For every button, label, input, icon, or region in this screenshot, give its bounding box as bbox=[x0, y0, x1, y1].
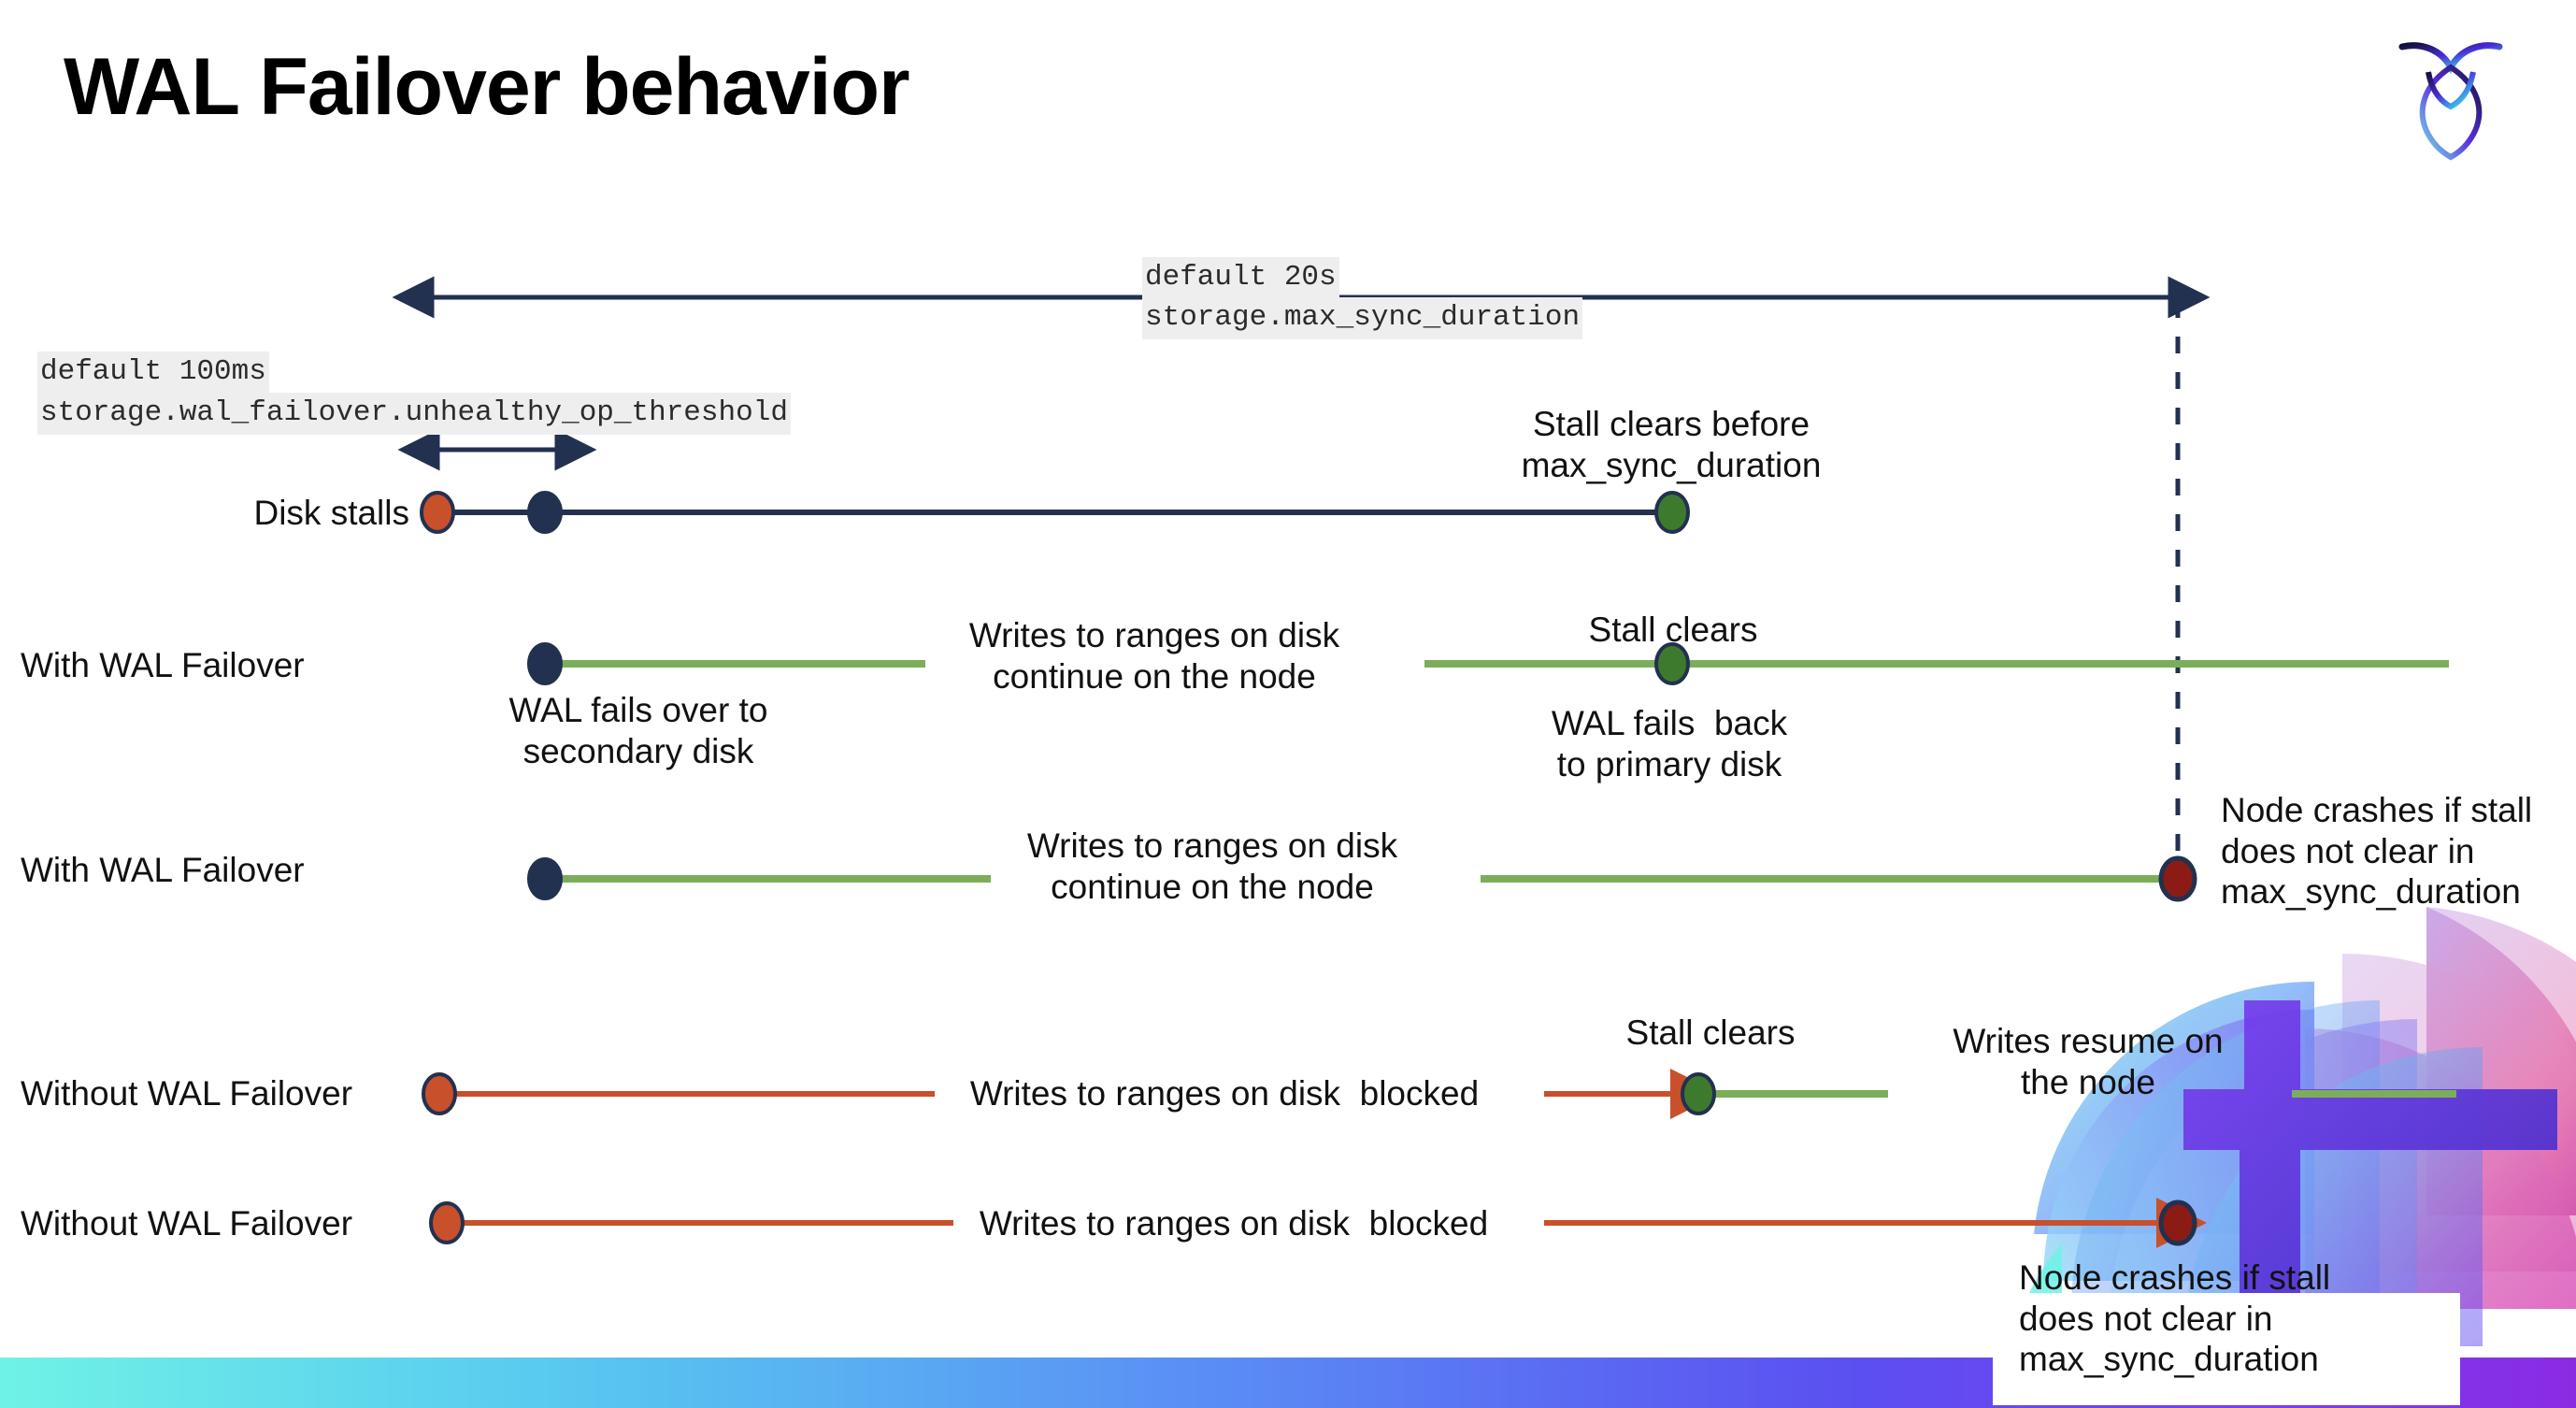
row-disk-stalls-track bbox=[420, 491, 1690, 534]
row-label-with-wal-failover-clears: With WAL Failover bbox=[21, 646, 305, 684]
cockroachdb-logo-icon bbox=[2398, 42, 2503, 161]
node-crash-marker bbox=[2158, 1200, 2197, 1246]
callout-stall-clears-row2: Stall clears bbox=[1588, 611, 1758, 649]
max-sync-duration-setting-chip: storage.max_sync_duration bbox=[1142, 297, 1583, 339]
disk-stall-marker bbox=[422, 1072, 457, 1115]
max-sync-duration-default-chip: default 20s bbox=[1142, 257, 1339, 299]
callout-wal-fails-back-primary: WAL fails back to primary disk bbox=[1551, 704, 1788, 783]
unhealthy-op-threshold-setting-chip: storage.wal_failover.unhealthy_op_thresh… bbox=[37, 393, 791, 435]
unhealthy-op-threshold-default-chip: default 100ms bbox=[37, 352, 269, 394]
node-crash-marker bbox=[2158, 855, 2197, 902]
callout-card-row5 bbox=[1993, 1293, 2460, 1405]
stall-cleared-marker bbox=[1654, 642, 1690, 685]
stall-cleared-marker bbox=[1681, 1072, 1716, 1115]
row-label-disk-stalls: Disk stalls bbox=[253, 494, 409, 532]
callout-node-crashes-row3: Node crashes if stall does not clear in … bbox=[2221, 791, 2533, 912]
callout-writes-continue-row3: Writes to ranges on disk continue on the… bbox=[1026, 826, 1398, 906]
wal-failover-start-marker bbox=[527, 642, 563, 685]
row-label-without-wal-failover-crash: Without WAL Failover bbox=[21, 1204, 353, 1243]
row-label-without-wal-failover-clears: Without WAL Failover bbox=[21, 1074, 353, 1113]
row-with-wal-failover-clears-track bbox=[527, 642, 2449, 685]
wal-failover-start-marker bbox=[527, 857, 563, 900]
row-with-wal-failover-crash-track bbox=[527, 855, 2197, 902]
row-without-wal-failover-clears-track bbox=[422, 1069, 2456, 1119]
callout-writes-resume-row4: Writes resume on the node bbox=[1953, 1022, 2224, 1101]
row-label-with-wal-failover-crash: With WAL Failover bbox=[21, 851, 305, 889]
callout-stall-clears-before-max-sync: Stall clears before max_sync_duration bbox=[1521, 405, 1822, 484]
disk-stall-marker bbox=[429, 1201, 465, 1244]
disk-stall-marker bbox=[420, 491, 455, 534]
row-without-wal-failover-crash-track bbox=[429, 1198, 2207, 1248]
stall-start-marker bbox=[527, 491, 563, 534]
page-title: WAL Failover behavior bbox=[64, 42, 910, 132]
stall-cleared-marker bbox=[1654, 491, 1690, 534]
callout-node-crashes-row5: Node crashes if stall does not clear in … bbox=[2019, 1258, 2331, 1379]
callout-stall-clears-row4: Stall clears bbox=[1625, 1013, 1796, 1052]
callout-writes-blocked-row5: Writes to ranges on disk blocked bbox=[979, 1204, 1489, 1243]
callout-writes-blocked-row4: Writes to ranges on disk blocked bbox=[969, 1074, 1480, 1113]
callout-writes-continue-row2: Writes to ranges on disk continue on the… bbox=[968, 616, 1340, 696]
callout-wal-fails-over-secondary: WAL fails over to secondary disk bbox=[508, 691, 768, 770]
